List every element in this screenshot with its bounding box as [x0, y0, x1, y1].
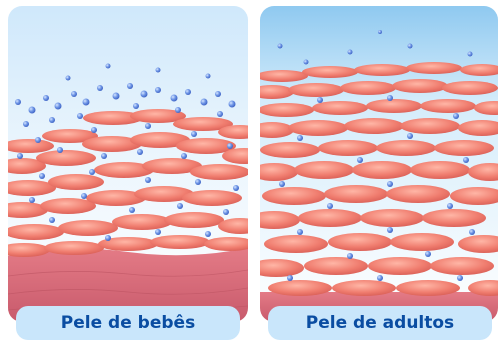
adult-skin-image — [260, 6, 498, 322]
adult-skin-label: Pele de adultos — [268, 306, 492, 340]
baby-skin-label: Pele de bebês — [16, 306, 240, 340]
panel-divider — [250, 0, 258, 342]
baby-skin-image — [8, 6, 248, 322]
